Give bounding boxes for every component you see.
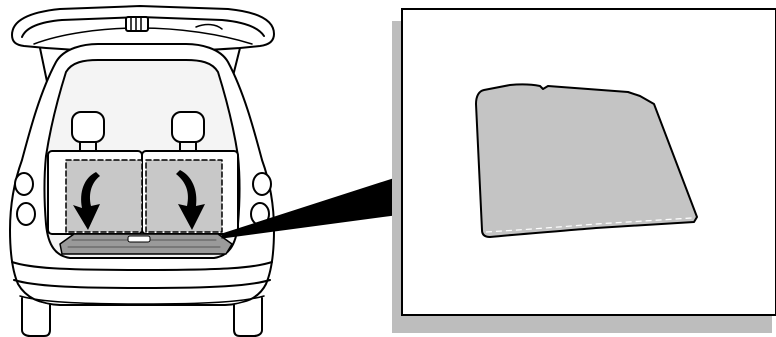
fold-down-arrow-icon bbox=[73, 172, 100, 230]
rear-bumper bbox=[11, 261, 273, 271]
car-rear-view bbox=[9, 5, 275, 337]
headrest-left bbox=[71, 111, 105, 153]
cargo-floor-mat bbox=[59, 233, 233, 255]
fold-down-arrow-icon bbox=[176, 170, 205, 230]
detail-panel bbox=[392, 8, 776, 333]
tail-lamp-right bbox=[250, 172, 272, 226]
luggage-mat bbox=[475, 83, 698, 238]
folded-seat-right bbox=[145, 159, 223, 233]
wheel-left bbox=[21, 297, 51, 337]
headrest-right bbox=[171, 111, 205, 153]
folded-seat-left bbox=[65, 159, 143, 233]
luggage-mat-edge-stitch bbox=[485, 217, 693, 233]
wheel-right bbox=[233, 297, 263, 337]
tail-lamp-left bbox=[14, 172, 36, 226]
